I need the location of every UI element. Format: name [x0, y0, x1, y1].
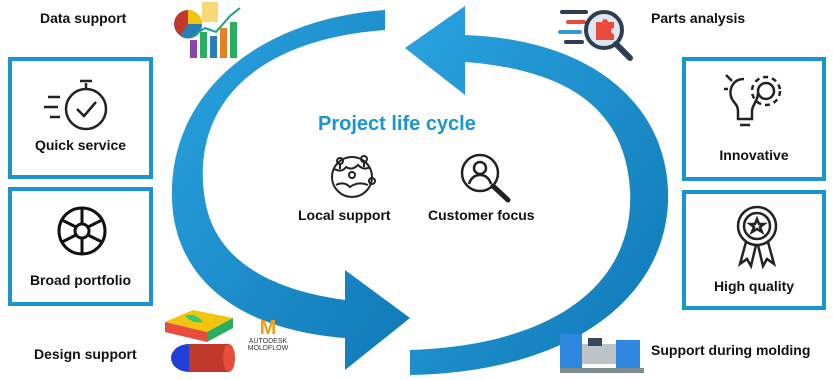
moldflow-product-text: MOLDFLOW — [247, 345, 289, 352]
simulation-image — [165, 310, 235, 372]
moldflow-logo: M AUTODESK MOLDFLOW — [238, 318, 298, 352]
quick-service-label: Quick service — [34, 137, 127, 153]
award-badge-icon — [736, 205, 778, 270]
wheel-icon — [57, 206, 107, 256]
stopwatch-icon — [44, 79, 108, 131]
left-cycle-arrow — [171, 10, 410, 370]
data-support-label: Data support — [40, 10, 127, 26]
customer-focus-label: Customer focus — [428, 207, 535, 223]
high-quality-label: High quality — [713, 278, 795, 294]
customer-search-icon — [460, 153, 511, 203]
center-title: Project life cycle — [318, 113, 476, 135]
right-cycle-arrow — [405, 6, 669, 375]
high-quality-box: High quality — [682, 190, 826, 310]
quick-service-box: Quick service — [8, 57, 153, 179]
moldflow-logo-letter: M — [259, 317, 277, 339]
design-support-label: Design support — [34, 346, 137, 362]
local-support-label: Local support — [298, 207, 391, 223]
innovative-box: Innovative — [682, 57, 826, 181]
moldflow-brand-text: AUTODESK — [248, 338, 288, 345]
globe-network-icon — [331, 155, 376, 198]
bar-chart-icon — [174, 2, 241, 58]
molding-machine-image — [560, 334, 644, 373]
parts-analysis-label: Parts analysis — [651, 10, 746, 26]
broad-portfolio-label: Broad portfolio — [29, 272, 132, 288]
innovative-label: Innovative — [719, 147, 789, 163]
support-during-molding-label: Support during molding — [651, 342, 811, 358]
innovation-icon — [724, 74, 782, 127]
parts-analysis-icon — [558, 10, 633, 61]
broad-portfolio-box: Broad portfolio — [8, 187, 153, 306]
